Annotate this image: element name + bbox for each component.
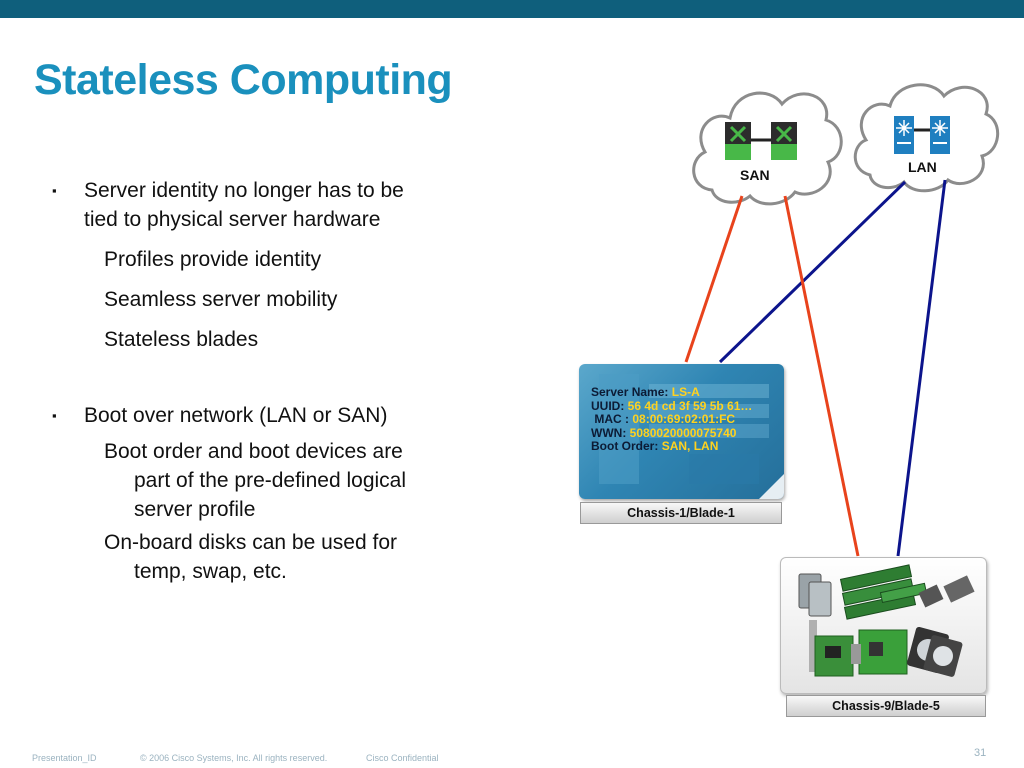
server-name-label: Server Name: [591, 385, 669, 399]
sub-bullet: Boot order and boot devices are part of … [52, 437, 492, 524]
uuid-value: 56 4d cd 3f 59 5b 61… [627, 398, 753, 413]
footer-copyright: © 2006 Cisco Systems, Inc. All rights re… [140, 753, 328, 763]
boot-order-label: Boot Order: [591, 439, 659, 453]
bullet-text: Server identity no longer has to be [84, 179, 404, 202]
chip-icon [918, 575, 975, 608]
sub-bullet: On-board disks can be used for temp, swa… [52, 528, 492, 586]
sub-bullet-line: part of the pre-defined logical [134, 469, 407, 492]
mac-label: MAC : [594, 412, 630, 426]
sub-bullet-line: temp, swap, etc. [134, 560, 287, 583]
chassis1-caption: Chassis-1/Blade-1 [580, 502, 782, 524]
san-cloud [692, 91, 843, 206]
server-name-value: LS-A [671, 385, 700, 399]
hard-disk-icon [907, 626, 963, 677]
bullet-marker: ▪ [52, 408, 57, 423]
network-card-icon [809, 620, 854, 677]
lan-cloud [853, 83, 1000, 193]
lan-link-blade5 [896, 179, 947, 557]
footer-confidential: Cisco Confidential [366, 753, 439, 763]
bullet-marker: ▪ [52, 183, 57, 198]
sub-bullet-line: On-board disks can be used for [104, 531, 397, 554]
bullet-item: ▪ Boot over network (LAN or SAN) [52, 401, 492, 430]
sub-bullet: Stateless blades [104, 328, 259, 351]
san-link-blade5 [783, 195, 860, 557]
san-label: SAN [740, 167, 770, 183]
page-number: 31 [974, 747, 987, 759]
sub-bullet: Seamless server mobility [104, 288, 338, 311]
wwn-value: 5080020000075740 [629, 425, 737, 440]
bullet-list: ▪ Server identity no longer has to be ti… [52, 176, 492, 586]
blade-board-image [599, 374, 784, 499]
service-profile-panel: Server Name: LS-A UUID: 56 4d cd 3f 59 5… [579, 364, 784, 499]
sub-bullet-line: Boot order and boot devices are [104, 440, 403, 463]
sub-bullet: Profiles provide identity [104, 248, 322, 271]
san-switch-icon [725, 122, 797, 160]
lan-label: LAN [908, 159, 937, 175]
memory-icon [839, 564, 928, 620]
slide-title: Stateless Computing [34, 56, 453, 104]
boot-order-value: SAN, LAN [661, 439, 719, 453]
bullet-text: tied to physical server hardware [84, 208, 381, 231]
footer-presentation-id: Presentation_ID [32, 753, 97, 763]
hba-card-icon [851, 629, 908, 675]
bullet-item: ▪ Server identity no longer has to be ti… [52, 176, 492, 234]
sub-bullet-line: server profile [134, 498, 256, 521]
san-link-blade1 [684, 195, 744, 363]
hardware-components-image [798, 564, 975, 677]
bullet-text: Boot over network (LAN or SAN) [84, 404, 388, 427]
hardware-blade-panel [780, 557, 987, 694]
uuid-label: UUID: [591, 398, 625, 413]
chassis9-caption: Chassis-9/Blade-5 [786, 695, 986, 717]
lan-switch-icon [894, 116, 950, 154]
cpu-icon [798, 573, 832, 617]
profile-details: Server Name: LS-A UUID: 56 4d cd 3f 59 5… [591, 385, 753, 454]
mac-value: 08:00:69:02:01:FC [632, 412, 736, 426]
wwn-label: WWN: [591, 425, 627, 440]
lan-link-blade1 [718, 180, 907, 364]
top-banner [0, 0, 1024, 18]
